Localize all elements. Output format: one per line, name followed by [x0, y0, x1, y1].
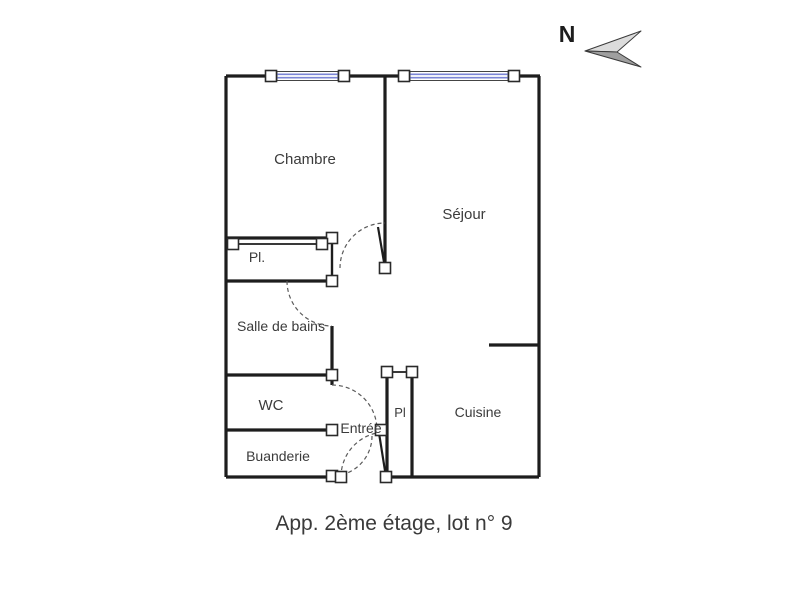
north-indicator: N: [559, 21, 642, 68]
room-label-sejour: Séjour: [442, 206, 485, 223]
door-leaf: [377, 432, 388, 478]
north-arrow-icon: [584, 50, 642, 68]
walls-layer: [224, 74, 541, 479]
room-label-placard-chambre: Pl.: [249, 249, 265, 265]
windows-layer: [276, 71, 509, 81]
room-label-cuisine: Cuisine: [455, 404, 502, 420]
door-jamb-marker: [226, 237, 240, 251]
window: [409, 71, 509, 81]
door-jamb-marker: [379, 470, 393, 484]
room-label-chambre: Chambre: [274, 151, 336, 168]
room-label-placard-entree: Pl: [394, 405, 406, 420]
door-swing-arc: [286, 280, 333, 327]
door-jamb-marker: [325, 423, 339, 437]
door-jamb-marker: [325, 368, 339, 382]
door-jamb-marker: [374, 423, 388, 437]
north-arrow-icon: [584, 30, 642, 53]
room-label-salle-de-bains: Salle de bains: [237, 318, 325, 334]
door-arcs-layer: [286, 222, 387, 478]
door-swing-arc: [331, 384, 378, 431]
door-jamb-marker: [405, 365, 419, 379]
floorplan-caption: App. 2ème étage, lot n° 9: [275, 512, 512, 535]
door-leaves-layer: [376, 226, 388, 478]
door-swing-arc: [339, 222, 386, 269]
door-leaf: [376, 226, 387, 269]
window: [276, 71, 339, 81]
room-label-entree: Entrée: [340, 420, 381, 436]
door-jamb-marker: [315, 237, 329, 251]
room-label-buanderie: Buanderie: [246, 448, 310, 464]
room-label-wc: WC: [259, 397, 284, 414]
door-jamb-marker: [334, 470, 348, 484]
door-jamb-marker: [264, 69, 278, 83]
door-jamb-marker: [337, 69, 351, 83]
door-swing-arc: [340, 431, 387, 478]
door-jamb-marker: [380, 365, 394, 379]
jamb-markers-layer: [226, 69, 521, 484]
door-jamb-marker: [378, 261, 392, 275]
door-swing-arc: [331, 435, 373, 477]
door-jamb-marker: [507, 69, 521, 83]
north-label: N: [559, 21, 576, 47]
door-jamb-marker: [325, 274, 339, 288]
door-jamb-marker: [397, 69, 411, 83]
